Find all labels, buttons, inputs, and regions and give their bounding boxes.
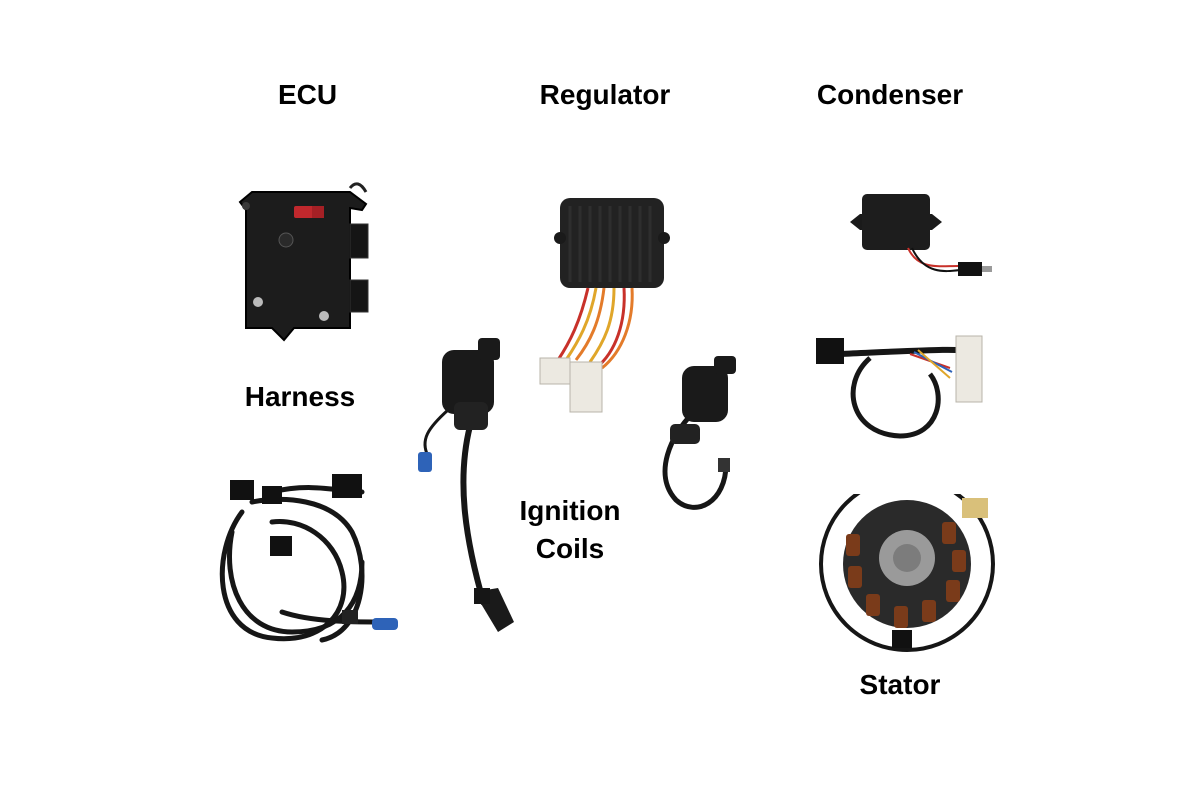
label-ignition-line2: Coils [535,532,605,564]
label-regulator: Regulator [539,79,671,110]
ecu-image [232,180,377,345]
label-stator: Stator [859,669,941,700]
stator-image [812,494,1002,654]
label-ecu: ECU [277,79,338,110]
label-ignition-line1: Ignition [519,495,621,526]
label-ignition-coils: Ignition Coils [505,492,635,568]
ignition-coil-2-image [652,354,752,516]
condenser-image [848,186,998,290]
label-condenser: Condenser [816,79,964,110]
condenser-harness-image [810,324,990,442]
ignition-coil-1-image [412,332,537,644]
label-harness: Harness [244,381,356,412]
harness-image [212,462,412,652]
regulator-image [530,192,680,424]
